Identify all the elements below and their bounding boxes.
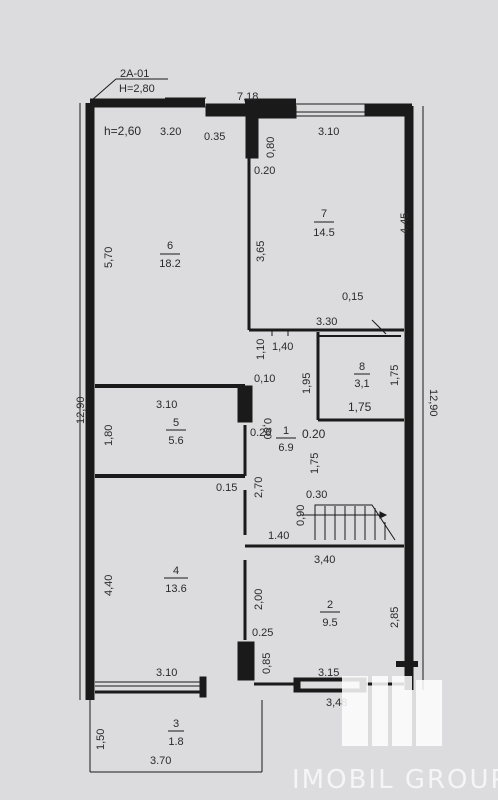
dim-text: 3.70 bbox=[150, 755, 171, 767]
room-5: 5 5.6 bbox=[166, 417, 186, 447]
dim-text: 1,75 bbox=[348, 400, 372, 414]
room-number: 2 bbox=[327, 599, 333, 611]
dim-text: 0,80 bbox=[265, 137, 277, 158]
dim-text: 3,65 bbox=[255, 241, 267, 262]
dim-text: 1,40 bbox=[272, 341, 293, 353]
dim-text: 5,70 bbox=[103, 247, 115, 268]
room-4: 4 13.6 bbox=[164, 565, 188, 595]
dim-text: 3,40 bbox=[314, 554, 335, 566]
room-height-label: h=2,60 bbox=[104, 124, 141, 138]
dim-text: 1.40 bbox=[268, 530, 289, 542]
room-number: 5 bbox=[173, 417, 179, 429]
room-area: 18.2 bbox=[159, 258, 180, 270]
dim-text: 1,95 bbox=[301, 373, 313, 394]
dim-text: 0.20 bbox=[302, 427, 326, 441]
room-number: 4 bbox=[173, 565, 179, 577]
staircase bbox=[300, 504, 396, 541]
sheet-leader bbox=[91, 78, 168, 101]
room-number: 6 bbox=[167, 240, 173, 252]
room-number: 7 bbox=[321, 208, 327, 220]
dim-text: 0.30 bbox=[306, 489, 327, 501]
dim-text: 0,90 bbox=[295, 505, 307, 526]
dim-text: 0.15 bbox=[216, 482, 237, 494]
dim-text: 2,00 bbox=[253, 589, 265, 610]
room-3: 3 1.8 bbox=[168, 718, 184, 748]
dim-text: 7,18 bbox=[237, 91, 258, 103]
dimension-lines bbox=[79, 103, 424, 700]
room-number: 1 bbox=[283, 425, 289, 437]
dim-text: 0,15 bbox=[342, 291, 363, 303]
room-number: 8 bbox=[359, 361, 365, 373]
sheet-label: 2A-01 bbox=[120, 68, 149, 80]
dim-text: 0,85 bbox=[261, 653, 273, 674]
dim-text: 0,80 bbox=[261, 418, 273, 439]
dim-text: 1,10 bbox=[255, 339, 267, 360]
dim-text: 3.15 bbox=[318, 667, 339, 679]
total-height-label: H=2,80 bbox=[119, 83, 155, 95]
room-number: 3 bbox=[173, 718, 179, 730]
room-area: 13.6 bbox=[165, 583, 186, 595]
dim-text: 0.20 bbox=[250, 427, 271, 439]
dim-text: 2,70 bbox=[253, 477, 265, 498]
dim-text: 1,75 bbox=[389, 365, 401, 386]
dim-text: 3.30 bbox=[316, 316, 337, 328]
dim-text: 3.10 bbox=[156, 399, 177, 411]
room-6: 6 18.2 bbox=[159, 240, 180, 270]
room-7: 7 14.5 bbox=[313, 208, 334, 239]
room-2: 2 9.5 bbox=[320, 599, 340, 629]
room-area: 9.5 bbox=[322, 617, 337, 629]
room-1: 1 6.9 bbox=[276, 425, 296, 454]
dim-text: 1,80 bbox=[103, 425, 115, 446]
dim-text: 0.25 bbox=[252, 627, 273, 639]
room-area: 1.8 bbox=[168, 736, 183, 748]
dim-text: 4,45 bbox=[399, 213, 411, 234]
dim-text: 0.35 bbox=[204, 131, 225, 143]
watermark-text: IMOBIL GROUP bbox=[292, 765, 498, 795]
room-area: 3,1 bbox=[354, 378, 369, 390]
watermark: IMOBIL GROUP bbox=[292, 676, 498, 795]
dim-text: 3.10 bbox=[318, 126, 339, 138]
dim-text: 1,75 bbox=[309, 453, 321, 474]
dim-text: 3.10 bbox=[156, 667, 177, 679]
dim-text: 12,90 bbox=[75, 396, 87, 424]
watermark-logo bbox=[342, 676, 442, 746]
dim-text: 3.20 bbox=[160, 126, 181, 138]
room-8: 8 3,1 bbox=[354, 361, 370, 390]
room-area: 14.5 bbox=[313, 227, 334, 239]
dim-text: 4,40 bbox=[103, 575, 115, 596]
dim-text: 0.20 bbox=[254, 165, 275, 177]
room-area: 6.9 bbox=[278, 442, 293, 454]
dim-text: 1,50 bbox=[95, 729, 107, 750]
dim-text: 12,90 bbox=[427, 389, 439, 417]
dim-text: 2,85 bbox=[389, 607, 401, 628]
walls bbox=[85, 97, 418, 773]
room-area: 5.6 bbox=[168, 435, 183, 447]
dim-text: 0,10 bbox=[254, 373, 275, 385]
